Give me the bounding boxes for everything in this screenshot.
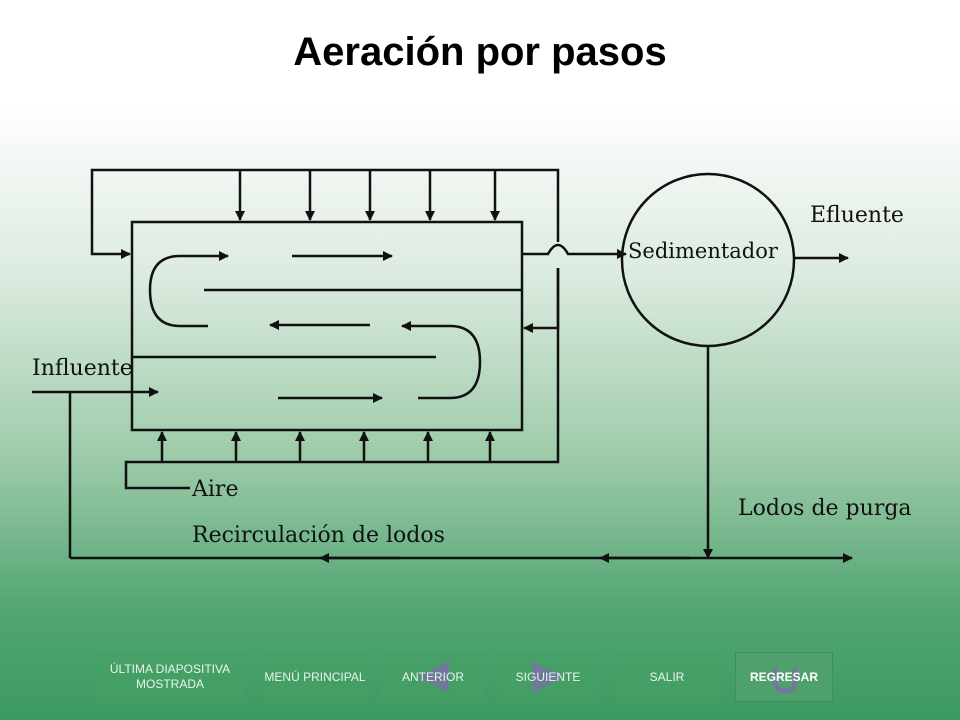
aeration-tank [130, 220, 524, 432]
next-label: SIGUIENTE [515, 669, 581, 684]
main-menu-label: MENÚ PRINCIPAL [264, 669, 366, 684]
main-menu-button[interactable]: MENÚ PRINCIPAL [262, 652, 368, 702]
top-sludge-distribution-line [90, 168, 560, 259]
air-label: Aire [191, 477, 238, 502]
previous-button[interactable]: ANTERIOR [381, 652, 485, 702]
exit-label: SALIR [649, 669, 685, 684]
return-arrow-icon [772, 667, 798, 694]
influent-label: Influente [32, 356, 133, 381]
clarifier-label: Sedimentador [628, 239, 779, 263]
back-label: REGRESAR [749, 669, 818, 684]
tank-outlet-line [522, 243, 627, 259]
recirculation-riser [523, 268, 560, 333]
arrow-left-icon [417, 661, 449, 693]
effluent-label: Efluente [810, 203, 904, 228]
last-slide-label: ÚLTIMA DIAPOSITIVA MOSTRADA [109, 662, 231, 691]
sludge-recirculation-label: Recirculación de lodos [192, 523, 445, 548]
next-button[interactable]: SIGUIENTE [497, 652, 599, 702]
previous-label: ANTERIOR [401, 669, 464, 684]
last-slide-button[interactable]: ÚLTIMA DIAPOSITIVA MOSTRADA [95, 652, 245, 702]
exit-button[interactable]: SALIR [614, 652, 720, 702]
page-title: Aeración por pasos [293, 30, 667, 74]
back-button[interactable]: REGRESAR [735, 652, 833, 702]
arrow-right-icon [532, 661, 564, 693]
waste-sludge-label: Lodos de purga [738, 496, 912, 521]
